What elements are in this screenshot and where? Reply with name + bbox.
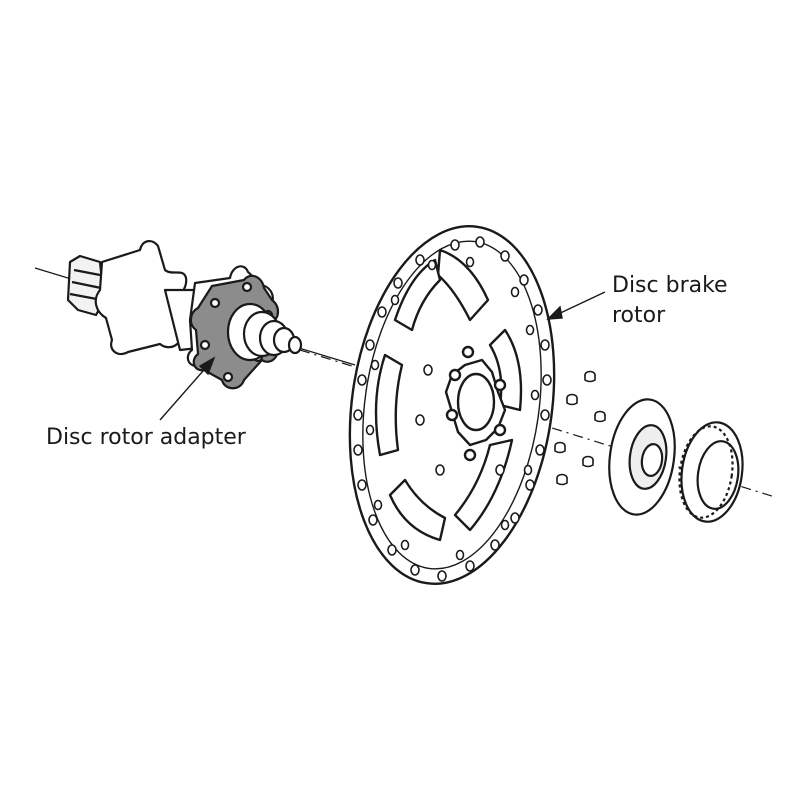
rotor-label-line2: rotor bbox=[612, 303, 666, 328]
leader-lines bbox=[159, 291, 606, 421]
disc-rotor-adapter-label: Disc rotor adapter bbox=[46, 425, 246, 450]
disc-rotor-illustration bbox=[348, 225, 556, 585]
lock-washer-illustration bbox=[608, 398, 676, 516]
lockring-illustration bbox=[678, 421, 744, 523]
rotor-label-line1: Disc brake bbox=[612, 273, 728, 298]
rotor-holes bbox=[353, 236, 552, 582]
disc-brake-rotor-label: Disc brake rotor bbox=[612, 271, 728, 331]
hub-illustration bbox=[66, 240, 303, 390]
bolt-illustration bbox=[554, 370, 606, 486]
